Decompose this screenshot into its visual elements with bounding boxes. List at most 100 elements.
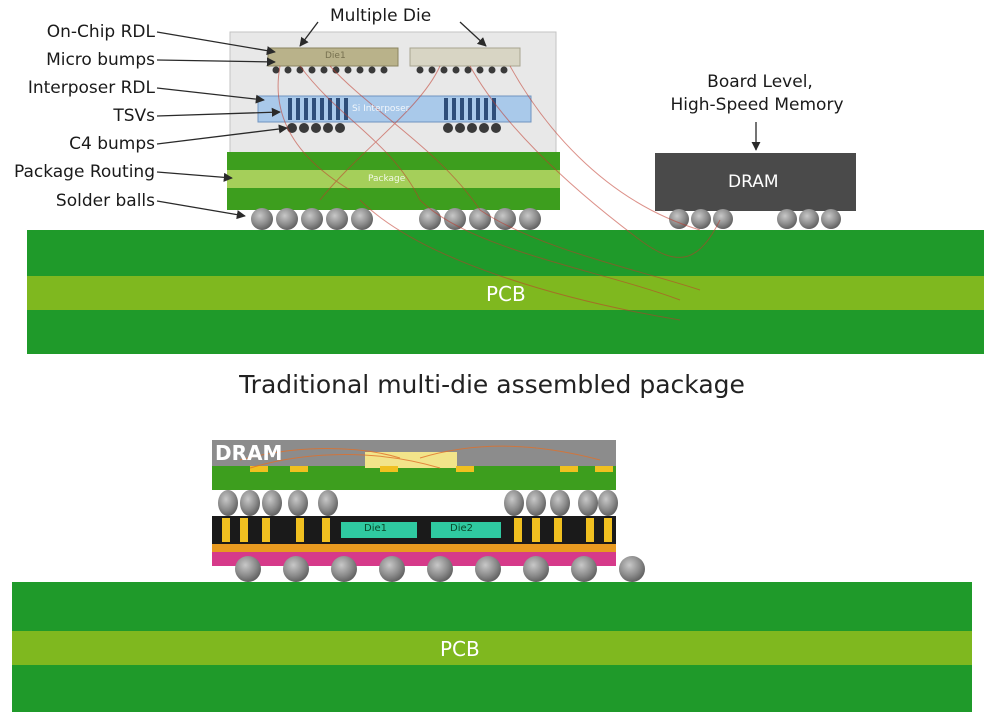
c4-bump [467, 123, 477, 133]
label-si-interposer: Si Interposer [352, 104, 410, 114]
tsv [444, 98, 448, 120]
tsv [320, 98, 324, 120]
logic-tsv-stripe [514, 518, 522, 542]
dram-solder-ball [821, 209, 841, 229]
pop-pad [560, 466, 578, 472]
tsv [452, 98, 456, 120]
logic-tsv-stripe [554, 518, 562, 542]
pop-pad [595, 466, 613, 472]
pop-ball [218, 490, 238, 516]
pop-ball [550, 490, 570, 516]
bottom-pcb [12, 582, 972, 712]
logic-dies [341, 522, 501, 538]
micro-bump [284, 66, 292, 74]
bottom-solder-ball [283, 556, 309, 582]
label-micro-bumps: Micro bumps [46, 50, 155, 70]
pop-ball [318, 490, 338, 516]
label-tsvs: TSVs [113, 106, 155, 126]
tsv [344, 98, 348, 120]
label-die2-bottom: Die2 [450, 523, 473, 534]
micro-bump [488, 66, 496, 74]
solder-ball [276, 208, 298, 230]
pop-pad [250, 466, 268, 472]
c4-bump [479, 123, 489, 133]
top-solder-balls [251, 208, 541, 230]
bottom-solder-ball [619, 556, 645, 582]
dram-solder-ball [669, 209, 689, 229]
pop-ball [578, 490, 598, 516]
bottom-solder-ball [523, 556, 549, 582]
c4-bump [299, 123, 309, 133]
top-dies [267, 47, 521, 67]
bottom-solder-balls [235, 556, 645, 582]
c4-bumps [287, 123, 501, 133]
pop-ball [598, 490, 618, 516]
solder-ball [251, 208, 273, 230]
tsv [484, 98, 488, 120]
tsv [328, 98, 332, 120]
pop-dram-pads [250, 466, 613, 472]
micro-bump [356, 66, 364, 74]
label-interposer-rdl: Interposer RDL [27, 78, 155, 98]
tsv [460, 98, 464, 120]
micro-bump [416, 66, 424, 74]
pop-pad [290, 466, 308, 472]
micro-bump [344, 66, 352, 74]
solder-ball [351, 208, 373, 230]
label-pcb-bottom: PCB [440, 637, 480, 661]
tsv [476, 98, 480, 120]
tsv [492, 98, 496, 120]
pop-ball [262, 490, 282, 516]
micro-bump [308, 66, 316, 74]
bottom-solder-ball [235, 556, 261, 582]
solder-ball [444, 208, 466, 230]
label-pop-dram: DRAM [215, 441, 283, 465]
label-on-chip-rdl: On-Chip RDL [46, 22, 155, 42]
label-die1-top: Die1 [325, 51, 346, 61]
micro-bump [272, 66, 280, 74]
bottom-solder-ball [571, 556, 597, 582]
bottom-solder-ball [427, 556, 453, 582]
signal-traces [277, 65, 721, 321]
pop-pad [380, 466, 398, 472]
micro-bump [368, 66, 376, 74]
c4-bump [335, 123, 345, 133]
micro-bump [452, 66, 460, 74]
tsv [304, 98, 308, 120]
tsv [296, 98, 300, 120]
tsv [288, 98, 292, 120]
micro-bump [320, 66, 328, 74]
label-solder-balls: Solder balls [55, 191, 155, 211]
pop-ball [288, 490, 308, 516]
pop-solder-balls [218, 490, 618, 516]
pop-ball [240, 490, 260, 516]
micro-bump [500, 66, 508, 74]
c4-bump [287, 123, 297, 133]
label-high-speed-memory: High-Speed Memory [670, 95, 844, 115]
package-substrate [227, 152, 560, 210]
solder-ball [419, 208, 441, 230]
micro-bumps [272, 66, 508, 74]
solder-ball [494, 208, 516, 230]
micro-bump [464, 66, 472, 74]
label-c4-bumps: C4 bumps [69, 134, 155, 154]
dram-solder-ball [713, 209, 733, 229]
logic-tsv-stripe [296, 518, 304, 542]
pop-ball [504, 490, 524, 516]
dram-solder-ball [799, 209, 819, 229]
tsv [468, 98, 472, 120]
solder-ball [469, 208, 491, 230]
c4-bump [311, 123, 321, 133]
label-multiple-die: Multiple Die [330, 6, 432, 26]
micro-bump [476, 66, 484, 74]
board-dram [655, 153, 856, 211]
pop-pad [456, 466, 474, 472]
solder-ball [326, 208, 348, 230]
label-package-routing: Package Routing [13, 162, 155, 182]
label-board-dram: DRAM [728, 172, 779, 192]
micro-bump [332, 66, 340, 74]
tsv [336, 98, 340, 120]
pop-traces [239, 445, 601, 469]
bottom-solder-ball [331, 556, 357, 582]
